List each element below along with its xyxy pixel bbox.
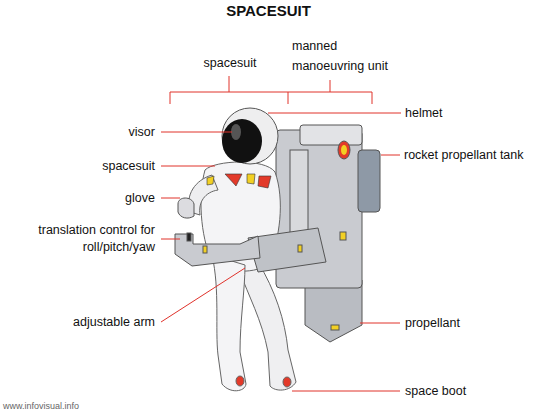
watermark: www.infovisual.info	[3, 398, 79, 411]
part-label: visor	[40, 124, 155, 140]
part-label: space boot	[405, 383, 466, 399]
part-label: adjustable arm	[20, 314, 155, 330]
part-label: spacesuit	[40, 158, 155, 174]
part-label: translation control for roll/pitch/yaw	[30, 222, 155, 256]
part-label: rocket propellant tank	[404, 147, 524, 163]
part-label: helmet	[405, 105, 443, 121]
title: SPACESUIT	[0, 2, 537, 19]
part-label: glove	[40, 190, 155, 206]
part-label: spacesuit	[190, 55, 270, 71]
part-label: manned manoeuvring unit	[292, 36, 400, 76]
part-label: propellant	[405, 315, 460, 331]
